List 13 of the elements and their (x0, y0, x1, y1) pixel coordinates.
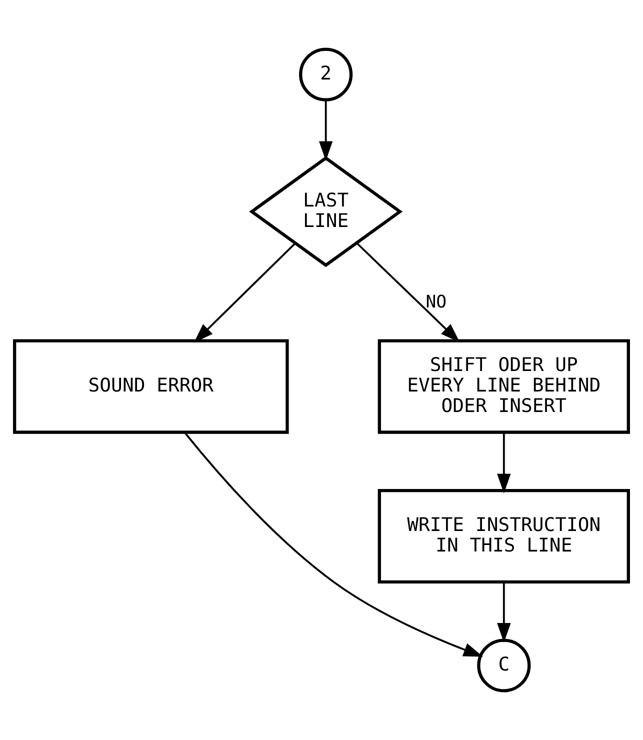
arrow (497, 432, 511, 494)
node-box: SOUND ERROR (13, 339, 289, 434)
node-circle: C (477, 638, 531, 692)
node-diamond: LAST LINE (249, 156, 403, 268)
edge-label: NO (426, 292, 447, 312)
node-circle: 2 (299, 48, 353, 102)
node-box: SHIFT ODER UP EVERY LINE BEHIND ODER INSERT (378, 339, 630, 434)
arrow (318, 100, 333, 161)
arrow (194, 242, 296, 343)
arrow (184, 432, 484, 657)
node-box: WRITE INSTRUCTION IN THIS LINE (378, 488, 630, 584)
arrow (356, 242, 460, 343)
arrow (497, 582, 511, 643)
